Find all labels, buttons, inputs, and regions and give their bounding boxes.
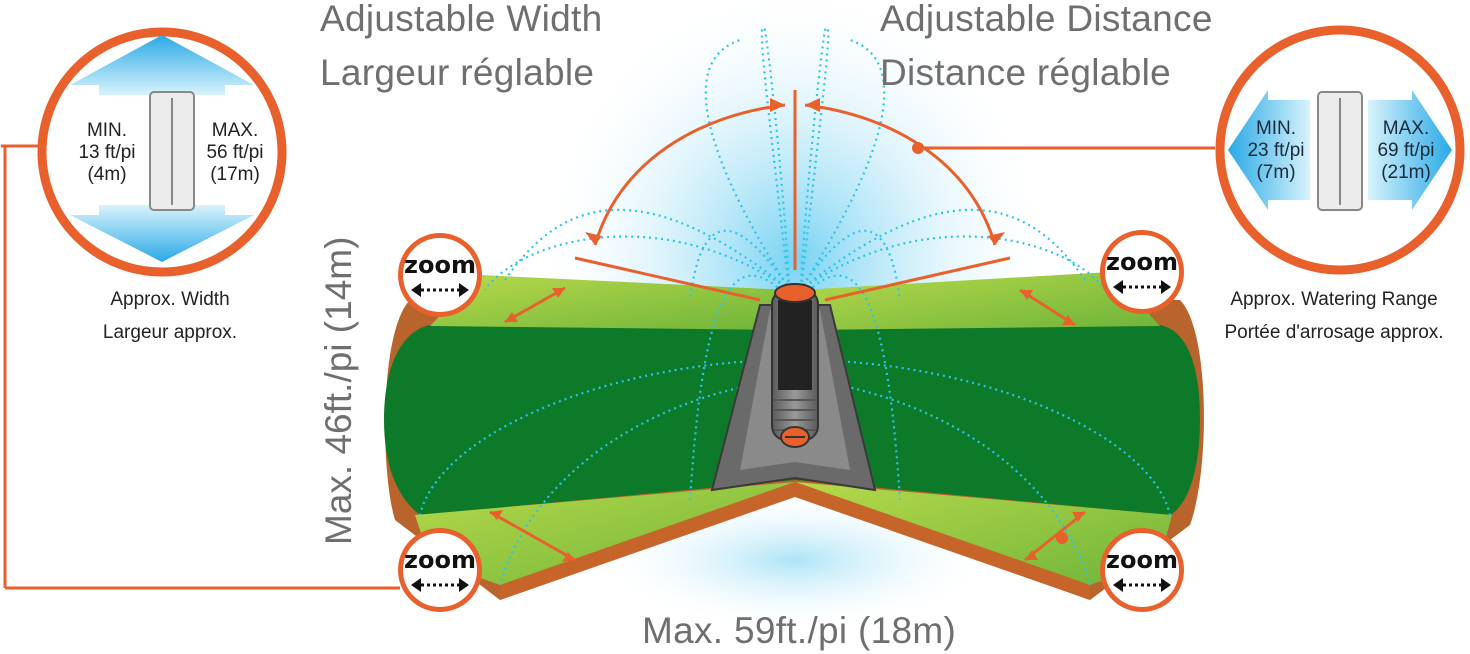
zoom-badge-bottom-left: zoom (398, 528, 482, 612)
zoom-badge-bottom-right: zoom (1100, 528, 1184, 612)
lawn-bottom-left (415, 482, 795, 585)
adjustable-width-title: Adjustable Width (320, 0, 603, 39)
distance-min-text: MIN. 23 ft/pi (7m) (1247, 118, 1305, 183)
expand-down-arrow (70, 205, 254, 262)
lawn-top-left (430, 275, 790, 330)
expand-right-arrow (1368, 90, 1452, 210)
width-max-text: MAX. 56 ft/pi (17m) (206, 120, 264, 185)
adjustable-distance-title-fr: Distance réglable (880, 52, 1171, 93)
expand-up-arrow (70, 35, 254, 95)
spray-arcs (418, 26, 1172, 586)
double-arrow-icon (1113, 578, 1171, 592)
width-inset (37, 27, 287, 277)
double-arrow-icon (1113, 280, 1171, 294)
lawn-bottom-right (795, 482, 1172, 585)
max-width-dimension: Max. 46ft./pi (14m) (318, 236, 359, 545)
adjustable-distance-title: Adjustable Distance (880, 0, 1213, 39)
distance-max-text: MAX. 69 ft/pi (21m) (1377, 118, 1435, 183)
double-arrow-icon (411, 578, 469, 592)
zoom-badge-top-left: zoom (398, 233, 482, 317)
double-arrow-icon (411, 283, 469, 297)
max-length-dimension: Max. 59ft./pi (18m) (642, 610, 957, 651)
zoom-badge-top-right: zoom (1100, 230, 1184, 314)
distance-inset (1215, 25, 1465, 275)
adjustable-width-title-fr: Largeur réglable (320, 52, 595, 93)
sprinkler-device (710, 283, 877, 492)
expand-left-arrow (1228, 90, 1310, 210)
width-caption: Approx. Width Largeur approx. (102, 289, 238, 343)
width-min-text: MIN. 13 ft/pi (4m) (78, 120, 136, 185)
distance-caption: Approx. Watering Range Portée d'arrosage… (1224, 289, 1444, 343)
